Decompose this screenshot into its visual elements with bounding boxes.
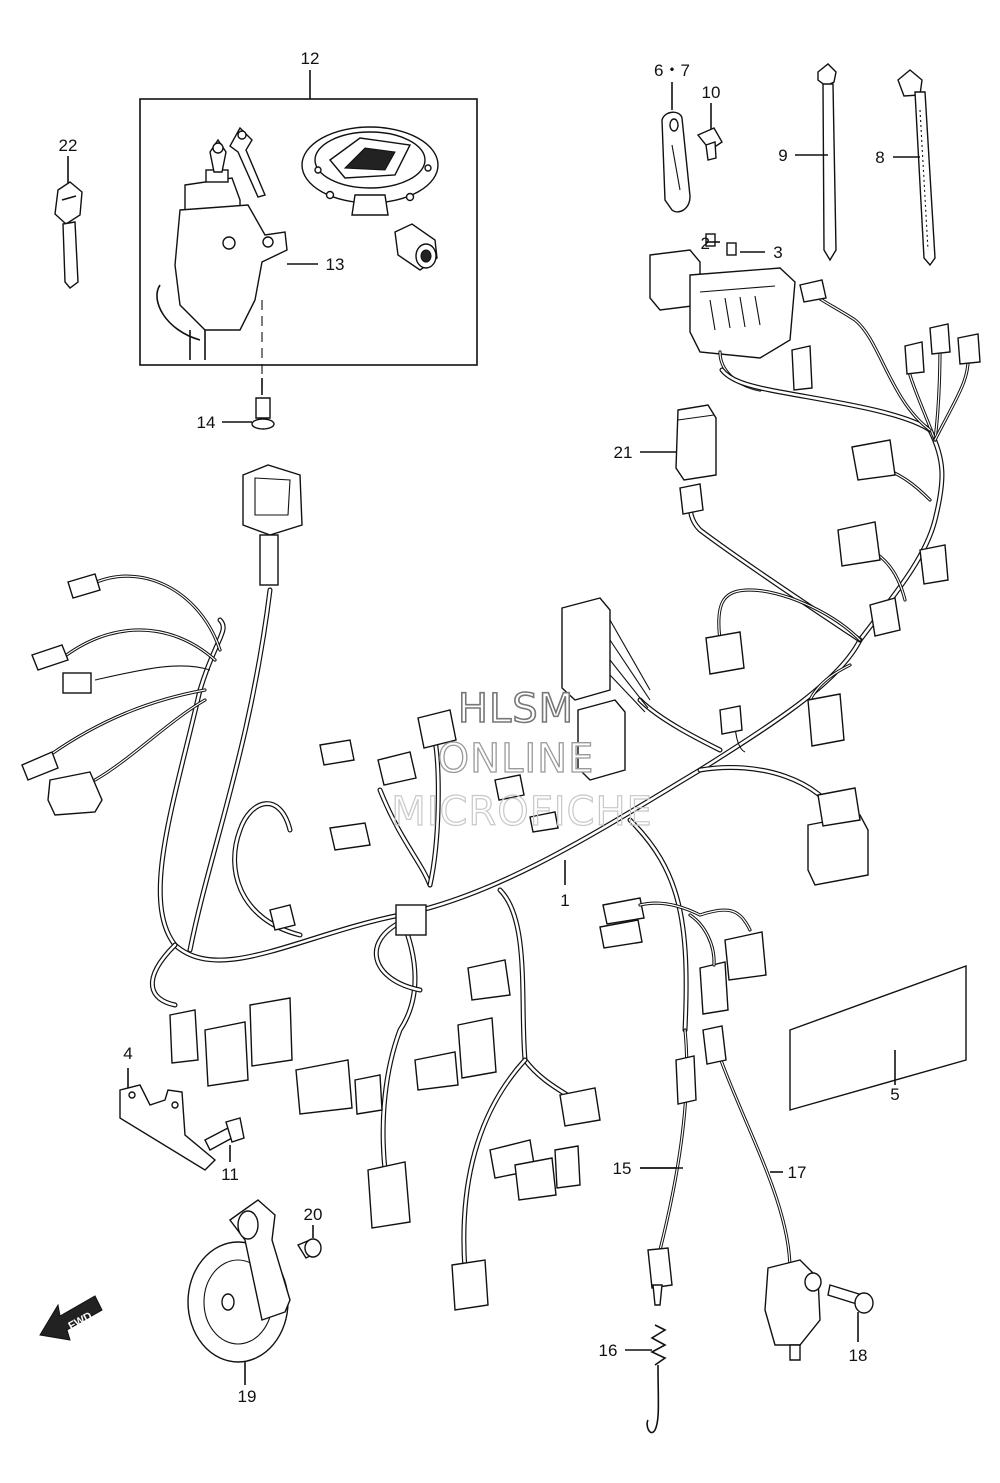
label-6-7: 6・7	[654, 61, 690, 80]
horn-19	[187, 1199, 291, 1385]
callout-labels: 1 2 3 4 5 6・7 8 9 10 11 12 13 14 15 16 1…	[59, 49, 900, 1406]
label-10: 10	[702, 83, 721, 102]
label-3: 3	[773, 243, 782, 262]
brake-switch-15	[640, 1028, 697, 1306]
label-13: 13	[326, 255, 345, 274]
label-5: 5	[890, 1085, 899, 1104]
headlight-connector	[242, 464, 303, 536]
bolt-11	[204, 1117, 245, 1162]
fuse-3	[726, 242, 765, 256]
screw-14	[222, 397, 275, 430]
relay-21	[640, 404, 717, 481]
label-16: 16	[599, 1341, 618, 1360]
switch-17	[702, 1025, 822, 1361]
fuse-box	[649, 249, 796, 392]
label-15: 15	[613, 1159, 632, 1178]
ignition-set-frame	[139, 98, 478, 366]
watermark: HLSM ONLINE MICROFICHE	[391, 685, 653, 835]
left-pigtail-wires	[48, 574, 222, 782]
label-4: 4	[123, 1044, 132, 1063]
connectors	[21, 279, 981, 1311]
multi-pin-connector-a	[561, 597, 611, 701]
right-pigtail-wires	[717, 290, 970, 753]
bolt-10	[696, 103, 723, 161]
multi-pin-connector-b	[577, 699, 626, 781]
fuse-2	[705, 233, 720, 247]
watermark-line-1: HLSM	[458, 686, 574, 732]
label-8: 8	[875, 148, 884, 167]
fuel-cap	[301, 126, 439, 216]
label-2: 2	[701, 234, 710, 253]
large-connector-right	[807, 814, 869, 886]
cable-tie-8	[893, 69, 936, 267]
watermark-line-3: MICROFICHE	[391, 789, 653, 835]
ignition-switch	[156, 126, 288, 360]
bolt-20	[296, 1225, 322, 1259]
watermark-line-2: ONLINE	[438, 736, 595, 782]
bracket-clip-6-7	[661, 82, 691, 213]
label-20: 20	[304, 1205, 323, 1224]
cable-tie-9	[795, 63, 837, 262]
label-14: 14	[197, 413, 216, 432]
label-18: 18	[849, 1346, 868, 1365]
spring-16	[625, 1324, 667, 1434]
label-21: 21	[614, 443, 633, 462]
screw-18	[827, 1284, 874, 1342]
label-22: 22	[59, 136, 78, 155]
label-sticker-5	[789, 965, 967, 1111]
label-12: 12	[301, 49, 320, 68]
label-19: 19	[238, 1387, 257, 1406]
label-1: 1	[560, 891, 569, 910]
ignition-switch-set-group	[139, 70, 478, 395]
bracket-4	[119, 1068, 217, 1171]
forward-direction-arrow: FWD	[39, 1295, 103, 1341]
label-17: 17	[788, 1163, 807, 1182]
leader-lines	[564, 860, 683, 1169]
key-22	[54, 156, 83, 289]
label-11: 11	[221, 1165, 239, 1184]
label-9: 9	[778, 146, 787, 165]
seat-lock	[394, 223, 438, 271]
